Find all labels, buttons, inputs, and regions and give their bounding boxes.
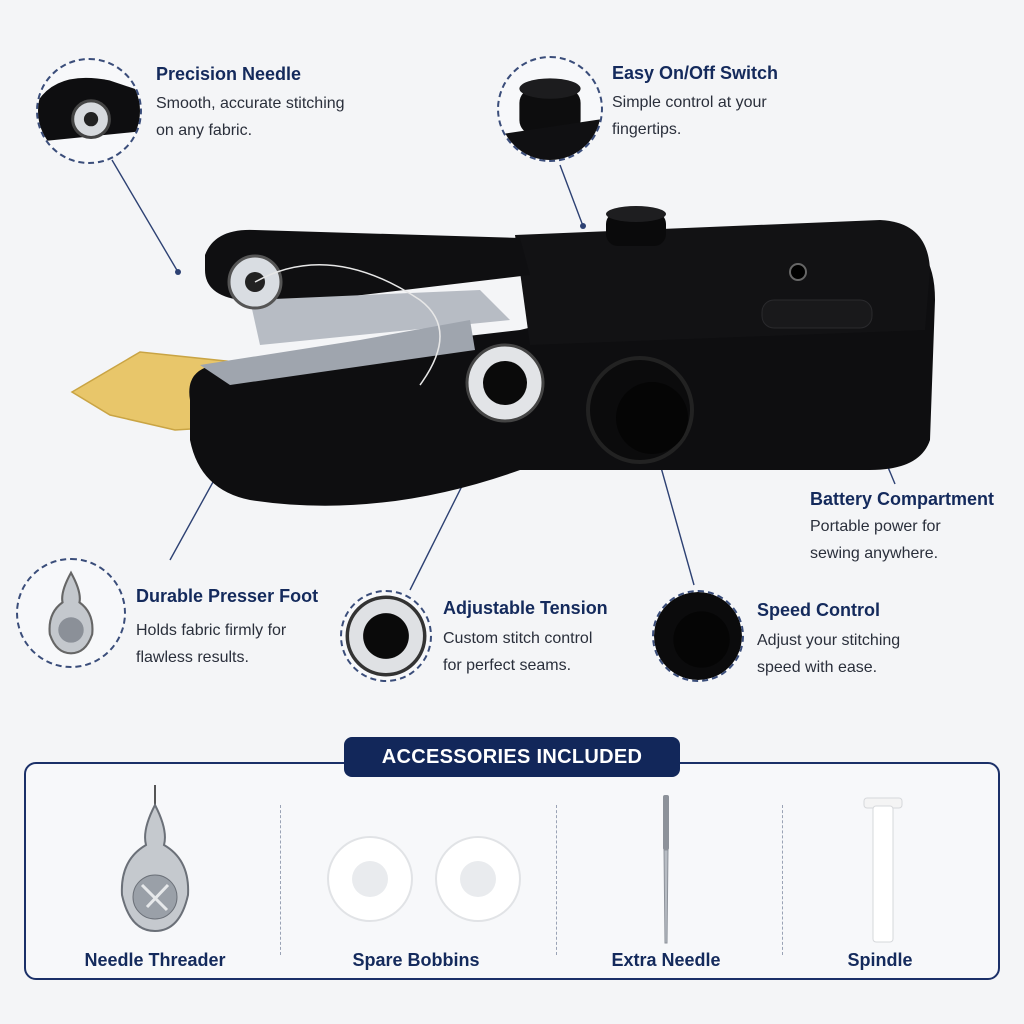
- speed-control-detail-icon: [652, 590, 744, 682]
- on-off-switch-detail-icon: [497, 56, 603, 162]
- accessory-label-needle-threader: Needle Threader: [84, 950, 226, 970]
- battery-compartment-desc-1: Portable power for: [810, 518, 941, 535]
- needle-threader-icon: [120, 785, 190, 933]
- adjustable-tension-title: Adjustable Tension: [443, 598, 608, 618]
- precision-needle-desc-2: on any fabric.: [156, 122, 253, 139]
- presser-foot-detail-icon: [16, 558, 126, 668]
- precision-needle-title: Precision Needle: [156, 64, 302, 84]
- precision-needle-detail-icon: [36, 58, 142, 164]
- on-off-switch-title: Easy On/Off Switch: [612, 63, 779, 83]
- battery-compartment-desc-2: sewing anywhere.: [810, 545, 939, 562]
- precision-needle-desc-1: Smooth, accurate stitching: [156, 95, 345, 112]
- speed-control-desc-1: Adjust your stitching: [757, 632, 901, 649]
- battery-compartment-title: Battery Compartment: [810, 489, 995, 509]
- tension-dial-detail-icon: [340, 590, 432, 682]
- spindle-icon: [863, 797, 903, 943]
- needle-icon: [663, 795, 669, 944]
- presser-foot-desc-2: flawless results.: [136, 649, 249, 666]
- adjustable-tension-desc-2: for perfect seams.: [443, 657, 572, 674]
- accessories-heading: ACCESSORIES INCLUDED: [344, 737, 680, 777]
- on-off-switch-desc-2: fingertips.: [612, 121, 682, 138]
- accessory-divider: [280, 805, 281, 955]
- accessory-divider: [556, 805, 557, 955]
- bobbin-icon: [327, 836, 521, 922]
- accessory-label-spindle: Spindle: [847, 950, 913, 970]
- presser-foot-title: Durable Presser Foot: [136, 586, 319, 606]
- presser-foot-desc-1: Holds fabric firmly for: [136, 622, 287, 639]
- accessory-label-spare-bobbins: Spare Bobbins: [352, 950, 480, 970]
- on-off-switch-desc-1: Simple control at your: [612, 94, 767, 111]
- speed-control-desc-2: speed with ease.: [757, 659, 878, 676]
- accessory-label-extra-needle: Extra Needle: [611, 950, 721, 970]
- accessory-divider: [782, 805, 783, 955]
- adjustable-tension-desc-1: Custom stitch control: [443, 630, 593, 647]
- speed-control-title: Speed Control: [757, 600, 881, 620]
